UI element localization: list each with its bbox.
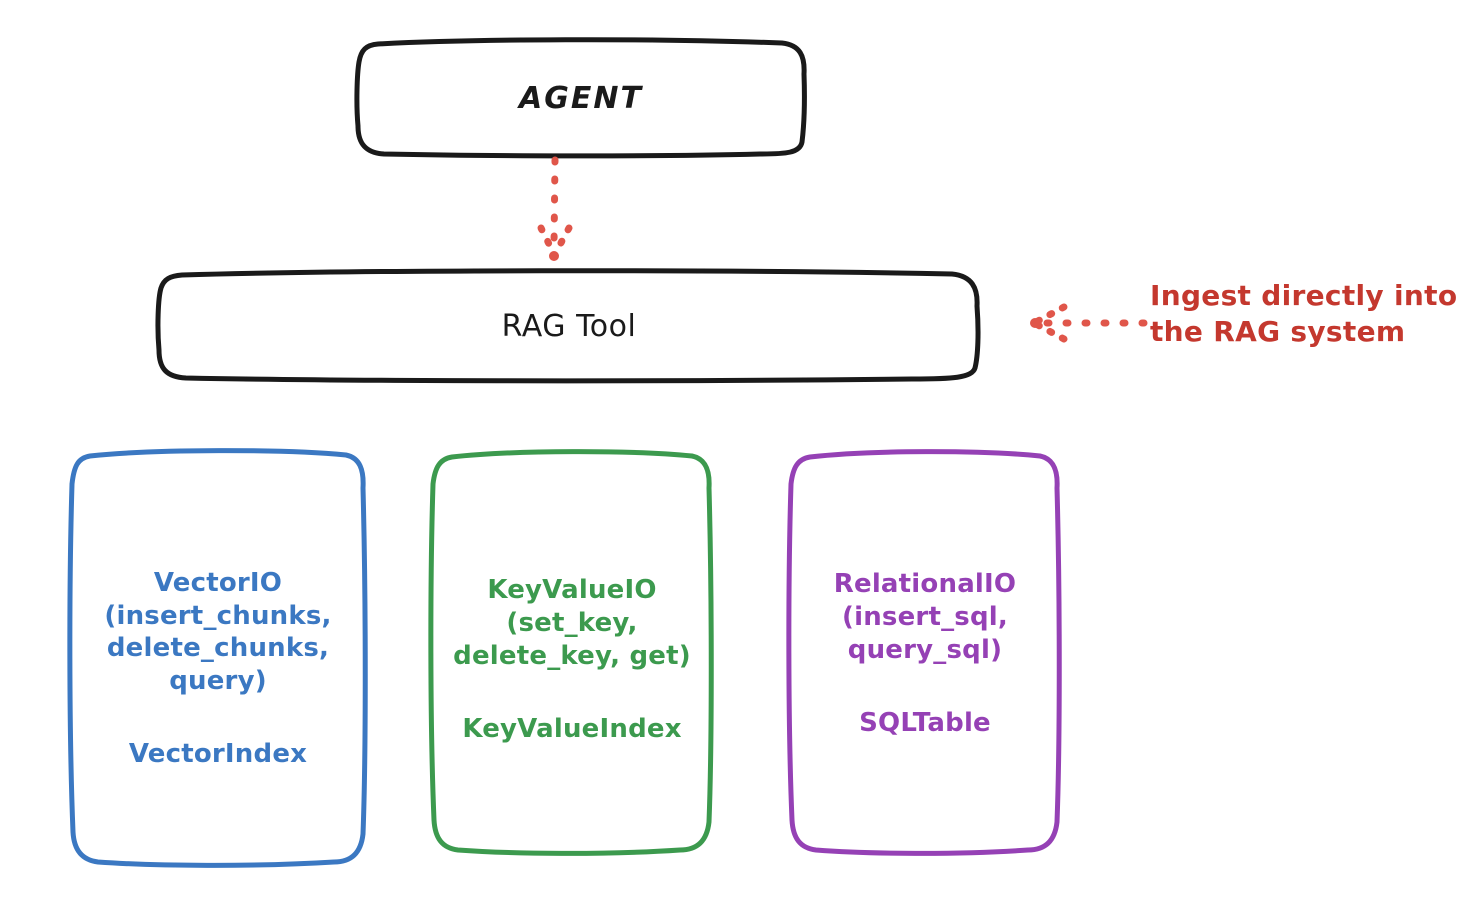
ingest-annotation: Ingest directly into the RAG system (1150, 279, 1458, 349)
ingest-arrow (1030, 303, 1148, 343)
key-value-io-signature: KeyValueIO (set_key, delete_key, get) (453, 575, 691, 671)
relational-io-signature: RelationalIO (insert_sql, query_sql) (833, 569, 1017, 665)
vector-io-signature: VectorIO (insert_chunks, delete_chunks, … (104, 567, 332, 697)
rag-tool-node[interactable]: RAG Tool (152, 266, 986, 386)
key-value-io-node[interactable]: KeyValueIO (set_key, delete_key, get) Ke… (426, 446, 718, 860)
relational-io-node[interactable]: RelationalIO (insert_sql, query_sql) SQL… (784, 446, 1066, 860)
agent-node[interactable]: AGENT (350, 34, 812, 162)
agent-to-rag-arrow (537, 156, 573, 261)
vector-index-label: VectorIndex (128, 739, 308, 770)
sql-table-label: SQLTable (859, 707, 991, 738)
agent-label: AGENT (519, 80, 643, 116)
key-value-index-label: KeyValueIndex (462, 713, 682, 744)
vector-io-node[interactable]: VectorIO (insert_chunks, delete_chunks, … (64, 444, 372, 872)
rag-tool-label: RAG Tool (501, 308, 637, 344)
